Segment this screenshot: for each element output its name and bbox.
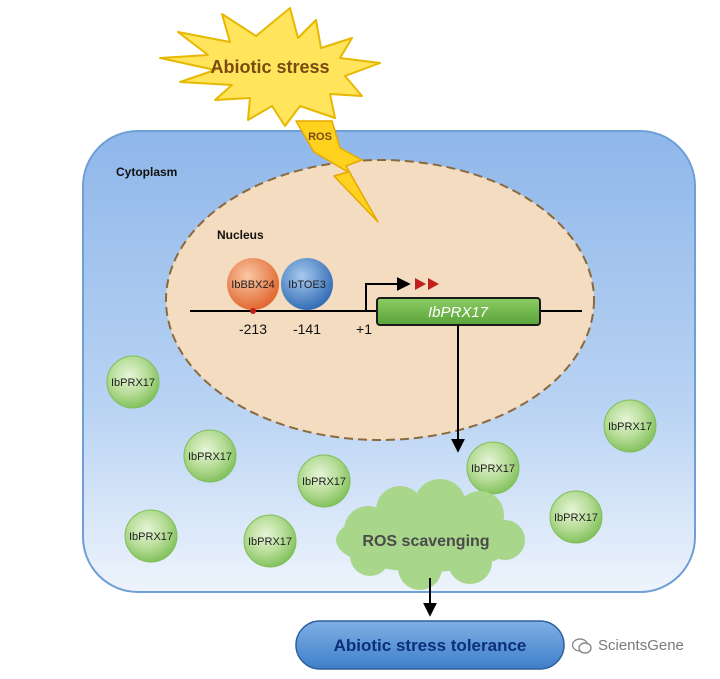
- ibprx17-protein-label: IbPRX17: [471, 463, 515, 475]
- abiotic-stress-starburst: [159, 7, 381, 127]
- ibprx17-protein: [106, 355, 160, 409]
- watermark-text: ScientsGene: [598, 637, 684, 654]
- ibbbx24-label: IbBBX24: [231, 279, 274, 291]
- ibprx17-protein-label: IbPRX17: [302, 476, 346, 488]
- cytoplasm-label: Cytoplasm: [116, 165, 177, 179]
- abiotic-stress-tolerance: [295, 620, 565, 670]
- ibprx17-gene-label: IbPRX17: [428, 304, 489, 321]
- ibprx17-protein-label: IbPRX17: [129, 531, 173, 543]
- nucleus-label: Nucleus: [217, 228, 264, 242]
- ros-label: ROS: [308, 131, 332, 143]
- chat-bubble-icon: [572, 637, 592, 654]
- ibprx17-protein: [603, 399, 657, 453]
- binding-site-marker: [250, 308, 256, 314]
- ibprx17-protein-label: IbPRX17: [248, 536, 292, 548]
- direction-arrowhead-1: [415, 278, 426, 290]
- ibprx17-protein-label: IbPRX17: [554, 512, 598, 524]
- direction-arrowhead-2: [428, 278, 439, 290]
- ibprx17-protein: [243, 514, 297, 568]
- position-141: -141: [293, 321, 321, 337]
- ibbbx24-factor: [227, 258, 279, 310]
- abiotic-stress-tolerance-label: Abiotic stress tolerance: [334, 636, 527, 655]
- abiotic-stress-label: Abiotic stress: [210, 57, 329, 77]
- ibprx17-protein: [297, 454, 351, 508]
- ibprx17-protein: [549, 490, 603, 544]
- ibtoe3-factor: [281, 258, 333, 310]
- position-plus1: +1: [356, 321, 372, 337]
- watermark: ScientsGene: [572, 637, 684, 654]
- ros-scavenging-label: ROS scavenging: [362, 533, 489, 550]
- ibprx17-protein-label: IbPRX17: [188, 451, 232, 463]
- position-213: -213: [239, 321, 267, 337]
- ibprx17-protein: [466, 441, 520, 495]
- ibprx17-protein: [183, 429, 237, 483]
- ibtoe3-label: IbTOE3: [288, 279, 326, 291]
- ibprx17-protein: [124, 509, 178, 563]
- ros-scavenging-cloud: [336, 479, 525, 590]
- transcription-start-arrow: [365, 277, 411, 311]
- ros-lightning-bolt: [295, 120, 379, 223]
- ibprx17-protein-label: IbPRX17: [111, 377, 155, 389]
- ibprx17-protein-label: IbPRX17: [608, 421, 652, 433]
